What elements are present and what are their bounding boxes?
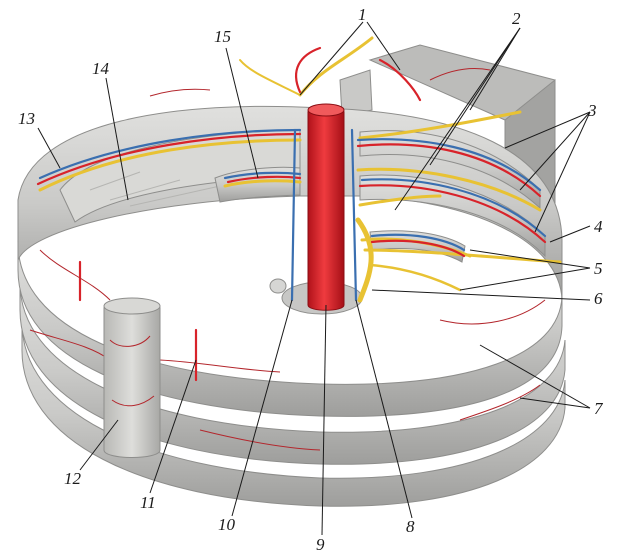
label-14: 14 [92,59,110,78]
label-5: 5 [594,259,603,278]
label-6: 6 [594,289,603,308]
label-3: 3 [587,101,597,120]
leader-lines [37,21,591,536]
callout-labels: 1 2 3 4 5 6 7 8 9 10 11 12 13 14 15 [18,5,604,554]
intercostal-arteries [36,46,547,382]
label-7: 7 [594,399,604,418]
label-10: 10 [218,515,236,534]
label-8: 8 [406,517,415,536]
label-1: 1 [358,5,367,24]
label-9: 9 [316,535,325,554]
veins [38,128,547,302]
label-12: 12 [64,469,82,488]
fine-vessels [29,67,546,451]
label-2: 2 [512,9,521,28]
aorta [307,103,345,311]
sternum [103,297,161,458]
label-15: 15 [214,27,231,46]
label-13: 13 [18,109,35,128]
label-4: 4 [594,217,603,236]
label-11: 11 [140,493,156,512]
